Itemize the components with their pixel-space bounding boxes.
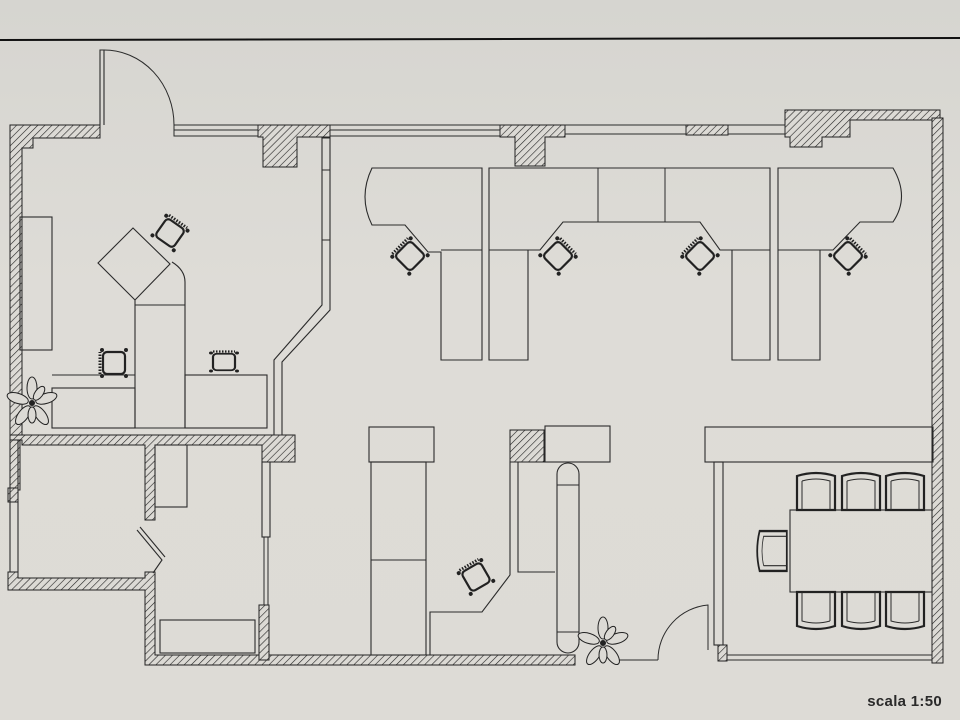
- office-furniture: [368, 425, 630, 668]
- meeting-room-furniture: [756, 471, 933, 631]
- workstations: [364, 167, 903, 361]
- sheet-border-line: [0, 37, 960, 41]
- reception-furniture: [5, 211, 268, 654]
- exterior-walls: [7, 109, 944, 666]
- scale-label: scala 1:50: [867, 693, 942, 710]
- partitions: [9, 137, 934, 646]
- doors: [99, 49, 709, 661]
